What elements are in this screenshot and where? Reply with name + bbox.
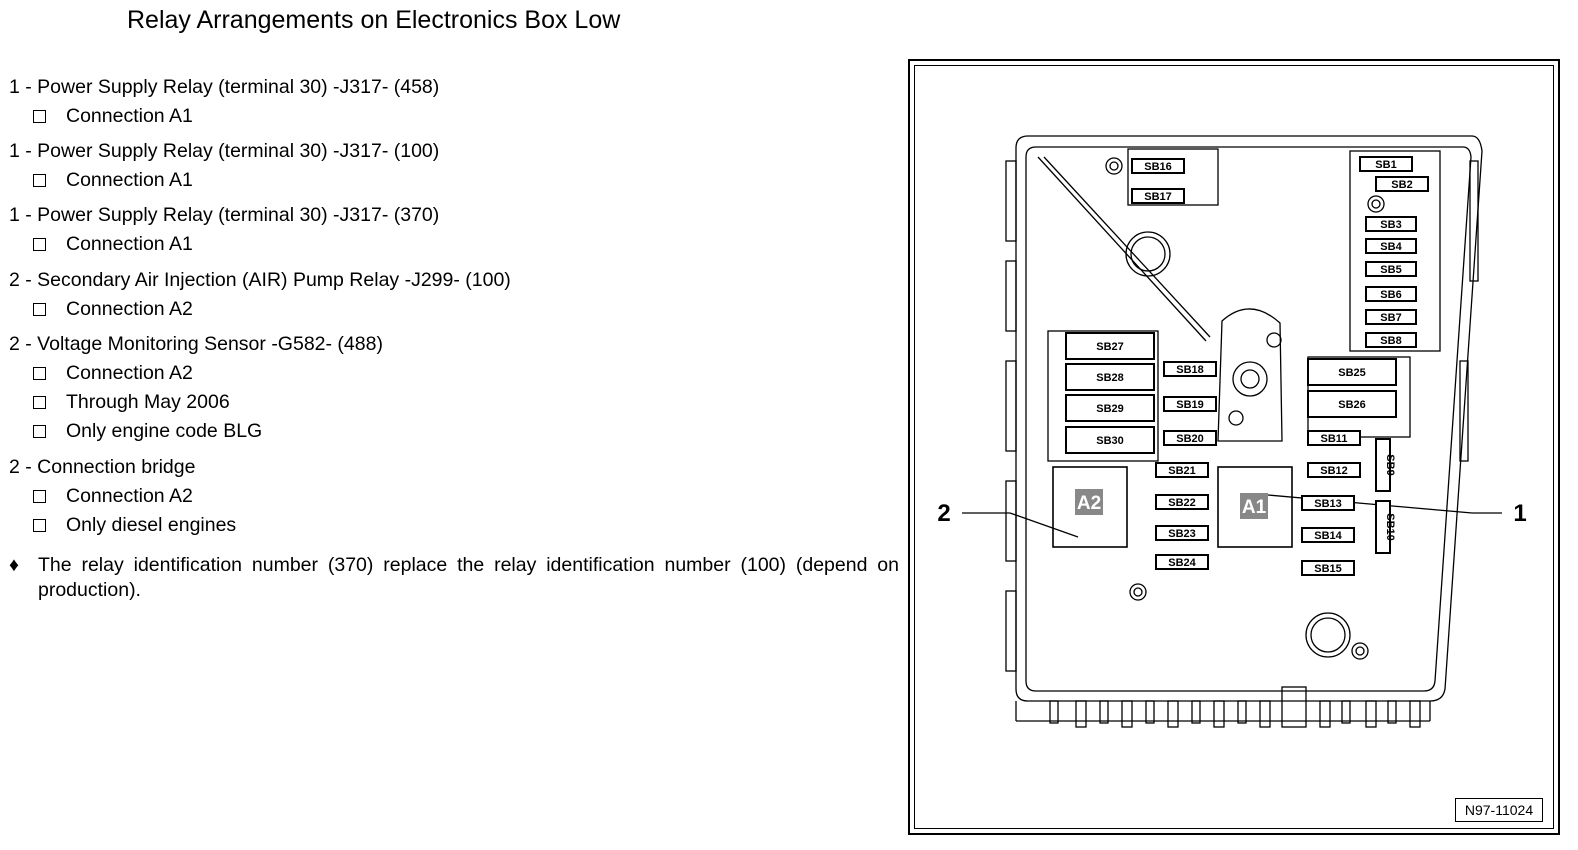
- fuse-sb8: SB8: [1380, 335, 1401, 347]
- fuse-sb14: SB14: [1314, 530, 1342, 542]
- subitem-text: Through May 2006: [66, 391, 230, 413]
- subitem-text: Only diesel engines: [66, 514, 237, 536]
- fuse-sb7: SB7: [1380, 312, 1401, 324]
- fuse-sb15: SB15: [1314, 563, 1342, 575]
- list-subitem: Connection A1: [33, 105, 193, 128]
- diamond-bullet-icon: ♦: [9, 554, 19, 576]
- fuse-sb10: SB10: [1384, 513, 1396, 541]
- fuse-panel-top: [1127, 148, 1219, 206]
- subitem-text: Connection A1: [66, 169, 193, 191]
- fuse-sb27: SB27: [1096, 341, 1124, 353]
- fuse-sb28: SB28: [1096, 372, 1124, 384]
- subitem-text: Connection A1: [66, 105, 193, 127]
- list-subitem: Only diesel engines: [33, 514, 236, 537]
- fuse-panel-top-right: [1349, 150, 1441, 352]
- electronics-box-figure: A2 A1 2 1: [908, 59, 1560, 835]
- figure-code: N97-11024: [1455, 798, 1543, 822]
- fuse-sb2: SB2: [1391, 179, 1412, 191]
- list-subitem: Connection A1: [33, 233, 193, 256]
- relay-a2-label: A2: [1077, 493, 1101, 514]
- checkbox-bullet-icon: [33, 303, 46, 316]
- mount-bracket: [1217, 308, 1283, 442]
- note: ♦ The relay identification number (370) …: [9, 553, 899, 603]
- callout-number-2: 2: [937, 500, 950, 527]
- fuse-sb6: SB6: [1380, 289, 1401, 301]
- subitem-text: Connection A2: [66, 298, 193, 320]
- fuse-sb13: SB13: [1314, 498, 1342, 510]
- checkbox-bullet-icon: [33, 174, 46, 187]
- relay-a1-label-box: [1240, 493, 1268, 519]
- fuse-panel-left: [1047, 330, 1159, 462]
- fuse-sb16: SB16: [1144, 161, 1172, 173]
- subitem-text: Connection A1: [66, 233, 193, 255]
- list-subitem: Connection A2: [33, 298, 193, 321]
- subitem-text: Connection A2: [66, 485, 193, 507]
- fuse-sb22: SB22: [1168, 497, 1196, 509]
- boss-circle: [1125, 231, 1171, 277]
- checkbox-bullet-icon: [33, 425, 46, 438]
- fuse-sb21: SB21: [1168, 465, 1196, 477]
- diagonal-strut: [1037, 156, 1207, 342]
- fuse-sb11: SB11: [1321, 433, 1348, 445]
- fuse-sb20: SB20: [1176, 433, 1204, 445]
- list-item-heading: 1 - Power Supply Relay (terminal 30) -J3…: [9, 140, 440, 162]
- list-subitem: Through May 2006: [33, 391, 230, 414]
- relay-socket-a2: [1052, 466, 1128, 548]
- checkbox-bullet-icon: [33, 367, 46, 380]
- fuse-sb26: SB26: [1338, 399, 1366, 411]
- list-item-heading: 2 - Voltage Monitoring Sensor -G582- (48…: [9, 333, 383, 355]
- fuse-sb12: SB12: [1320, 465, 1348, 477]
- fuse-sb29: SB29: [1096, 403, 1124, 415]
- relay-a1-label: A1: [1242, 497, 1267, 518]
- subitem-text: Only engine code BLG: [66, 420, 263, 442]
- list-item-heading: 1 - Power Supply Relay (terminal 30) -J3…: [9, 204, 440, 226]
- fuse-sb24: SB24: [1168, 557, 1196, 569]
- fuse-sb9: SB9: [1384, 454, 1396, 475]
- subitem-text: Connection A2: [66, 362, 193, 384]
- fuse-sb25: SB25: [1338, 367, 1366, 379]
- fuse-sb30: SB30: [1096, 435, 1124, 447]
- figure-inner-frame: [914, 65, 1554, 829]
- checkbox-bullet-icon: [33, 110, 46, 123]
- list-item-heading: 1 - Power Supply Relay (terminal 30) -J3…: [9, 76, 440, 98]
- fuse-sb19: SB19: [1176, 399, 1204, 411]
- fuse-sb5: SB5: [1380, 264, 1401, 276]
- fuse-sb3: SB3: [1380, 219, 1401, 231]
- list-item-heading: 2 - Connection bridge: [9, 456, 196, 478]
- fuse-sb23: SB23: [1168, 528, 1196, 540]
- list-subitem: Only engine code BLG: [33, 420, 262, 443]
- fuse-sb18: SB18: [1176, 364, 1204, 376]
- callout-number-1: 1: [1513, 500, 1526, 527]
- list-subitem: Connection A1: [33, 169, 193, 192]
- connector-pins: [1049, 686, 1421, 728]
- relay-socket-a1: [1217, 466, 1293, 548]
- checkbox-bullet-icon: [33, 238, 46, 251]
- fuse-sb4: SB4: [1380, 241, 1402, 253]
- list-subitem: Connection A2: [33, 362, 193, 385]
- list-item-heading: 2 - Secondary Air Injection (AIR) Pump R…: [9, 269, 511, 291]
- note-text: The relay identification number (370) re…: [38, 554, 899, 601]
- page-title: Relay Arrangements on Electronics Box Lo…: [127, 6, 621, 34]
- fuse-sb1: SB1: [1375, 159, 1396, 171]
- housing-inner-outline: [1025, 146, 1472, 692]
- checkbox-bullet-icon: [33, 519, 46, 532]
- relay-a2-label-box: [1075, 489, 1103, 515]
- checkbox-bullet-icon: [33, 490, 46, 503]
- list-subitem: Connection A2: [33, 485, 193, 508]
- electronics-box-diagram: A2 A1 2 1: [937, 135, 1527, 728]
- checkbox-bullet-icon: [33, 396, 46, 409]
- boss-circle: [1305, 612, 1351, 658]
- fuse-sb17: SB17: [1144, 191, 1172, 203]
